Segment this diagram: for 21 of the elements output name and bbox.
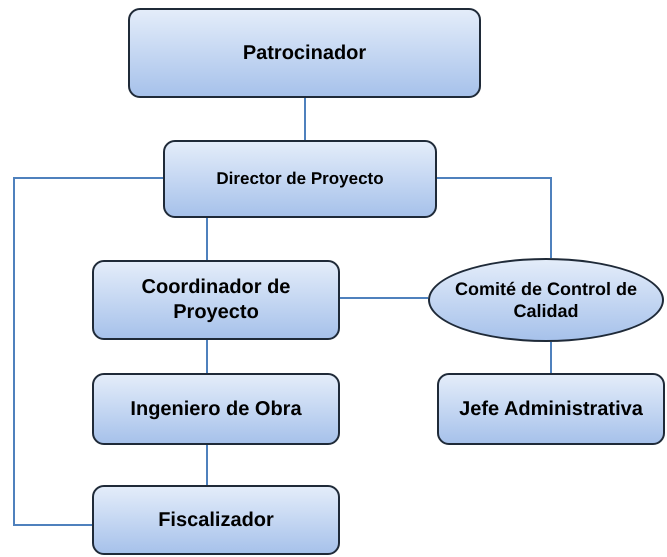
- role-title: Director de Proyecto: [216, 168, 384, 190]
- role-box: [163, 140, 437, 218]
- connector-line: [340, 297, 428, 299]
- connector-line: [13, 177, 163, 526]
- role-title: Coordinador de Proyecto: [140, 275, 292, 325]
- role-box: [92, 373, 340, 445]
- role-box: [92, 260, 340, 340]
- role-title: Comité de Control de Calidad: [454, 278, 638, 322]
- role-title: Fiscalizador: [158, 508, 274, 532]
- connector-line: [304, 98, 306, 140]
- connector-line: [206, 340, 208, 373]
- role-title: Ingeniero de Obra: [130, 396, 302, 422]
- connector-line: [206, 218, 208, 260]
- role-box: [92, 485, 340, 555]
- role-title: Jefe Administrativa: [459, 396, 643, 422]
- role-title: Patrocinador: [242, 40, 366, 66]
- role-box: [437, 373, 665, 445]
- role-box: [128, 8, 481, 98]
- connector-line: [206, 445, 208, 485]
- connector-line: [437, 177, 552, 258]
- connector-line: [550, 342, 552, 373]
